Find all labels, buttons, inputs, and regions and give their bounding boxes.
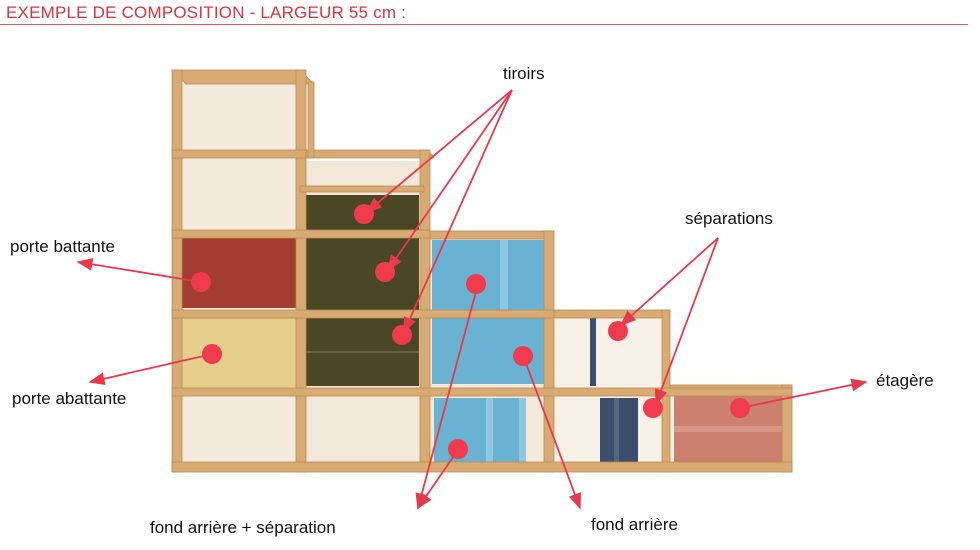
- arrow-separations-1: [619, 237, 719, 327]
- callout-arrows: [76, 89, 868, 510]
- marker-dot: [448, 439, 468, 459]
- label-separations: séparations: [685, 209, 773, 228]
- separator-blue: [486, 398, 493, 464]
- back-panel-blue: [434, 398, 526, 464]
- label-fond-arriere: fond arrière: [591, 515, 678, 534]
- top-cap: [299, 149, 435, 159]
- marker-dot: [191, 272, 211, 292]
- arrow-fond-separation-1: [415, 283, 479, 510]
- marker-dot: [375, 262, 395, 282]
- shelf: [171, 387, 793, 397]
- wood-frame: [171, 69, 793, 473]
- separator-navy: [614, 398, 619, 466]
- marker-dot: [730, 398, 750, 418]
- top-cap: [549, 309, 671, 319]
- arrow-fond-separation-2: [417, 449, 459, 510]
- marker-dot: [608, 321, 628, 341]
- callout-markers: [191, 204, 750, 459]
- label-porte-battante: porte battante: [10, 237, 115, 256]
- shelving-unit: [171, 69, 793, 473]
- base: [171, 461, 793, 473]
- marker-dot: [643, 398, 663, 418]
- post: [295, 69, 307, 473]
- top-cap: [171, 69, 315, 85]
- label-porte-abattante: porte abattante: [12, 389, 127, 408]
- arrow-porte-abattante: [88, 353, 213, 386]
- shelf: [171, 149, 307, 159]
- arrow-tiroirs-1: [365, 89, 513, 214]
- marker-dot: [392, 325, 412, 345]
- post: [307, 81, 315, 159]
- label-etagere: étagère: [876, 371, 934, 390]
- marker-dot: [513, 346, 533, 366]
- page-title: EXEMPLE DE COMPOSITION - LARGEUR 55 cm :: [6, 3, 407, 22]
- arrow-tiroirs-2: [387, 89, 513, 272]
- separator-blue: [500, 240, 508, 312]
- separator-navy: [590, 318, 596, 386]
- arrow-separations-2: [655, 237, 719, 406]
- separator-blue: [519, 398, 526, 464]
- arrow-tiroirs-3: [403, 89, 513, 334]
- arrow-fond-arriere: [523, 357, 581, 510]
- marker-dot: [202, 344, 222, 364]
- shelf-salmon: [674, 426, 782, 432]
- arrow-etagere: [739, 378, 868, 409]
- marker-dot: [466, 274, 486, 294]
- drawer-panel: [305, 237, 419, 311]
- marker-dot: [354, 204, 374, 224]
- label-fond-arriere-separation: fond arrière + séparation: [150, 518, 336, 537]
- title-rule: [0, 24, 968, 25]
- shelf: [171, 229, 431, 239]
- label-tiroirs: tiroirs: [503, 64, 545, 83]
- arrow-porte-battante: [76, 257, 202, 283]
- flap-door-panel: [180, 318, 296, 390]
- shelf: [171, 309, 555, 319]
- shelf: [299, 185, 425, 193]
- back-panel-blue: [432, 240, 544, 312]
- post: [171, 69, 183, 473]
